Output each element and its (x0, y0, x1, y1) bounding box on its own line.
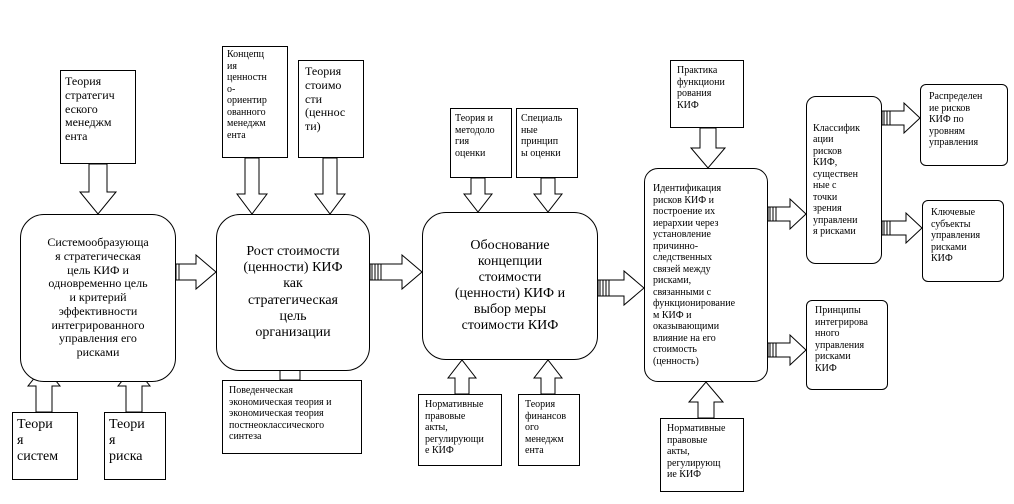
box-regulatory-acts-1: Нормативные правовые акты, регулирующи е… (418, 394, 502, 466)
block-risk-identification: Идентификация рисков КИФ и построение их… (644, 168, 768, 382)
box-value-based-management-concept: Концепц ия ценностн о- ориентир ованного… (222, 46, 288, 158)
arrow-strategic-to-goal (78, 163, 118, 215)
box-behavioral-economics: Поведенческая экономическая теория и эко… (222, 380, 362, 454)
arrow-practice-to-ident (689, 127, 727, 169)
box-value-theory: Теория стоимо сти (ценнос ти) (298, 60, 364, 158)
box-risk-theory: Теори я риска (104, 412, 166, 480)
box-integrated-risk-principles: Принципы интегрирова нного управления ри… (806, 300, 888, 390)
arrow-ident-to-principles (767, 333, 807, 367)
arrow-method-to-concept (462, 177, 494, 213)
arrow-value-to-growth (314, 157, 346, 215)
box-risk-distribution: Распределен ие рисков КИФ по уровням упр… (920, 84, 1008, 166)
box-strategic-management-theory: Теория стратегич еского менеджм ента (60, 70, 136, 164)
box-key-risk-subjects: Ключевые субъекты управления рисками КИФ (922, 200, 1004, 282)
box-operating-practice: Практика функциони рования КИФ (670, 60, 744, 128)
arrow-ident-to-class (767, 197, 807, 231)
arrow-special-to-concept (532, 177, 564, 213)
box-systems-theory: Теори я систем (12, 412, 78, 480)
arrow-norm2-to-ident (687, 381, 725, 419)
box-financial-management-theory: Теория финансов ого менеджм ента (518, 394, 580, 466)
block-value-concept: Обоснование концепции стоимости (ценност… (422, 212, 598, 360)
arrow-norm1-to-concept (446, 359, 478, 395)
block-strategic-goal: Системообразующа я стратегическая цель К… (20, 214, 176, 382)
arrow-concept-to-ident (597, 269, 645, 307)
arrow-concept-to-growth (236, 157, 268, 215)
box-special-valuation-principles: Специаль ные принцип ы оценки (516, 108, 578, 178)
box-regulatory-acts-2: Нормативные правовые акты, регулирующ ие… (660, 418, 744, 492)
box-valuation-methodology: Теория и методоло гия оценки (450, 108, 512, 178)
block-risk-classification: Классифик ации рисков КИФ, существен ные… (806, 96, 882, 264)
arrow-class-to-distribution (881, 101, 921, 135)
block-value-growth: Рост стоимости (ценности) КИФ как страте… (216, 214, 370, 371)
arrow-fin-to-concept (532, 359, 564, 395)
arrow-class-to-subjects (881, 211, 923, 245)
